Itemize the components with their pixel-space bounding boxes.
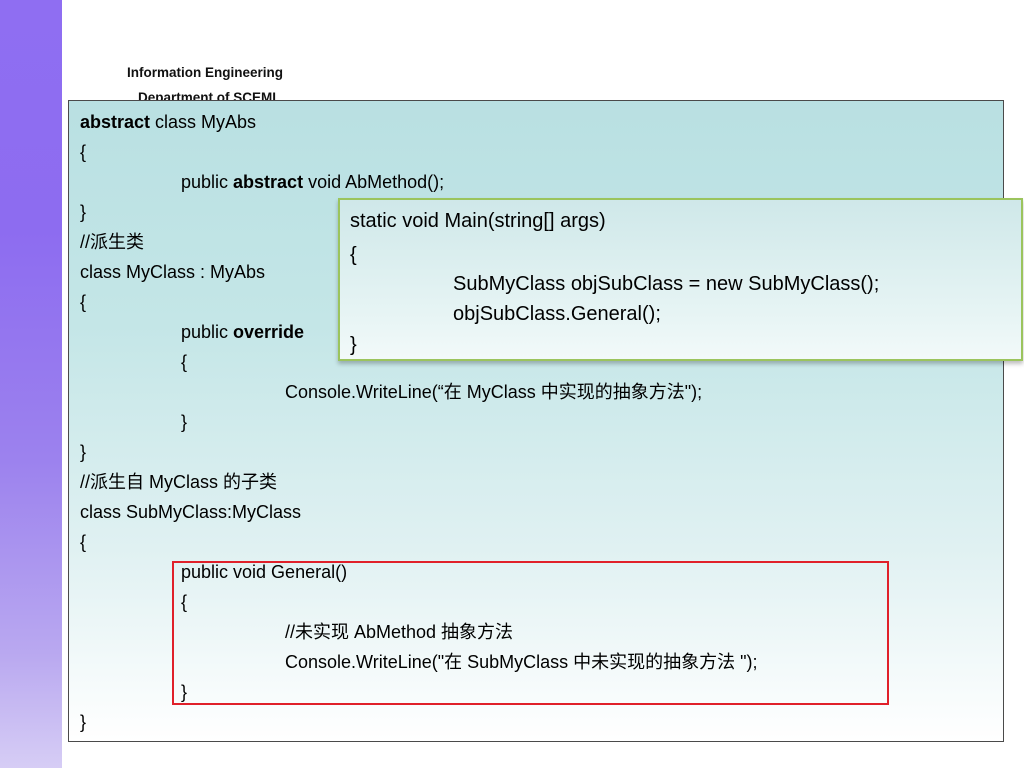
header-line-1: Information Engineering (127, 65, 284, 80)
callout-line-3: SubMyClass objSubClass = new SubMyClass(… (453, 273, 880, 295)
code-line-10: Console.WriteLine(“在 MyClass 中实现的抽象方法"); (285, 382, 703, 402)
code-line-18: //未实现 AbMethod 抽象方法 (285, 622, 514, 642)
code-line-11: } (181, 412, 188, 432)
code-line-17: { (181, 592, 188, 612)
code-line-7: { (80, 292, 87, 312)
callout-line-1: static void Main(string[] args) (350, 210, 606, 232)
code-line-6: class MyClass : MyAbs (80, 262, 266, 282)
code-line-2: { (80, 142, 87, 162)
keyword: override (233, 322, 305, 342)
code-line-16: public void General() (181, 562, 348, 582)
code-line-4: } (80, 202, 87, 222)
code-line-8: public override (181, 321, 304, 343)
highlight-box (172, 561, 889, 705)
code-line-14: class SubMyClass:MyClass (80, 502, 302, 522)
code-line-12: } (80, 442, 87, 462)
code-line-1: abstract class MyAbs (80, 111, 256, 133)
code-line-3: public abstract void AbMethod(); (181, 171, 444, 193)
code-text: void AbMethod(); (303, 172, 445, 192)
code-text: class MyAbs (150, 112, 257, 132)
code-text: public (181, 322, 234, 342)
code-line-21: } (80, 712, 87, 732)
left-decor-strip (0, 0, 62, 768)
code-line-20: } (181, 682, 188, 702)
callout-line-5: } (350, 334, 357, 356)
main-method-callout: static void Main(string[] args) { SubMyC… (338, 198, 1023, 361)
code-text: public (181, 172, 234, 192)
code-line-9: { (181, 352, 188, 372)
code-line-13: //派生自 MyClass 的子类 (80, 472, 278, 492)
code-line-5: //派生类 (80, 232, 145, 252)
code-line-15: { (80, 532, 87, 552)
code-line-19: Console.WriteLine("在 SubMyClass 中未实现的抽象方… (285, 652, 758, 672)
keyword: abstract (233, 172, 304, 192)
keyword: abstract (80, 112, 151, 132)
callout-line-4: objSubClass.General(); (453, 303, 661, 325)
callout-line-2: { (350, 244, 357, 266)
